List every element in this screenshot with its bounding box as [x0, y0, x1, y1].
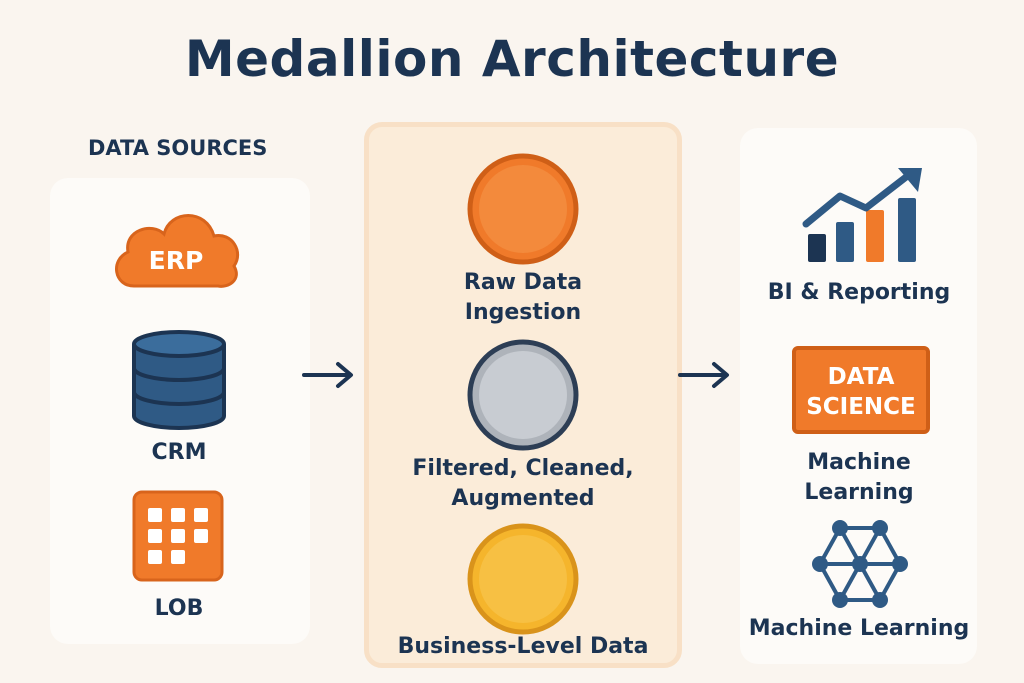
data-science-line-1: DATA	[827, 364, 895, 390]
lob-label: LOB	[154, 596, 204, 621]
machine-learning-label-line-2: Learning	[804, 480, 914, 505]
bronze-label-line-1: Raw Data	[463, 270, 583, 295]
arrow-right-icon	[302, 360, 356, 390]
grid-icon	[132, 490, 224, 582]
machine-learning-network-label: Machine Learning	[748, 616, 970, 641]
data-science-line-2: SCIENCE	[806, 394, 916, 420]
bronze-medal-icon	[466, 152, 580, 266]
gold-medal-icon	[466, 522, 580, 636]
bar-chart-icon	[802, 164, 926, 264]
silver-label-line-2: Augmented	[451, 486, 595, 511]
bi-reporting-label: BI & Reporting	[767, 280, 951, 305]
erp-cloud-icon	[108, 200, 244, 292]
data-sources-heading: DATA SOURCES	[88, 136, 268, 160]
crm-label: CRM	[151, 440, 207, 465]
network-icon	[810, 518, 910, 610]
data-science-box	[792, 346, 930, 434]
erp-label: ERP	[148, 246, 204, 275]
gold-label: Business-Level Data	[397, 634, 649, 659]
arrow-right-icon	[678, 360, 732, 390]
bronze-label-line-2: Ingestion	[464, 300, 582, 325]
silver-label-line-1: Filtered, Cleaned,	[412, 456, 634, 481]
database-icon	[130, 330, 228, 430]
page-title: Medallion Architecture	[184, 30, 840, 88]
silver-medal-icon	[466, 338, 580, 452]
machine-learning-label-line-1: Machine	[807, 450, 911, 475]
